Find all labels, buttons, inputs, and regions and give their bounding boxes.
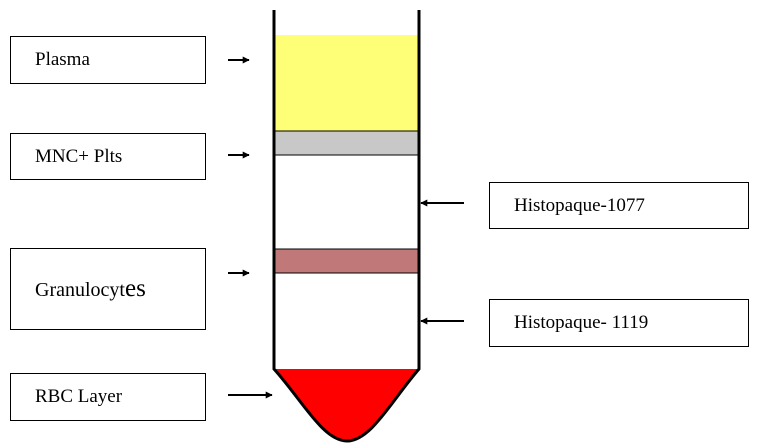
tube-wall [272, 10, 421, 443]
plasma-label: Plasma [35, 49, 90, 70]
plasma-label-box: Plasma [10, 36, 206, 84]
mnc-platelet-band [274, 130, 419, 156]
granulocytes-label-head: Granulocyt [35, 279, 125, 301]
rbc-layer-label: RBC Layer [35, 386, 123, 407]
plasma-layer [275, 35, 418, 131]
granulocyte-band [274, 248, 419, 274]
histopaque-1119-label-box: Histopaque- 1119 [489, 299, 749, 347]
mnc-plts-label: MNC+ Plts [35, 145, 123, 167]
granulocytes-label: Granulocytes [35, 275, 146, 303]
granulocytes-label-box: Granulocytes [10, 248, 206, 330]
mnc-plts-label-box: MNC+ Plts [10, 133, 206, 180]
histopaque-1119-label: Histopaque- 1119 [514, 312, 649, 333]
granulocytes-label-tail: es [124, 275, 146, 302]
histopaque-1077-label-box: Histopaque-1077 [489, 182, 749, 229]
rbc-layer-label-box: RBC Layer [10, 373, 206, 421]
histopaque-1077-label: Histopaque-1077 [514, 194, 645, 216]
rbc-layer [275, 369, 418, 440]
